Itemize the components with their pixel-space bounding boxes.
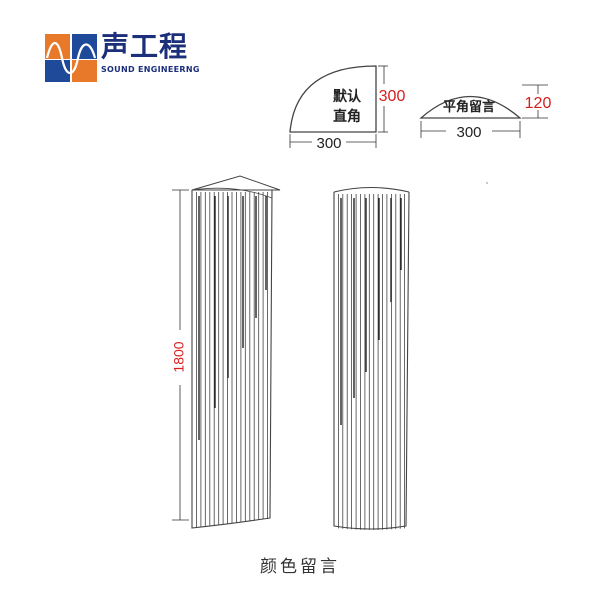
half-width-dimension: 300	[420, 121, 521, 141]
column-slats	[195, 192, 269, 528]
quarter-label-line2: 直角	[333, 108, 361, 125]
half-width-value: 300	[456, 124, 481, 141]
quarter-width-value: 300	[316, 135, 341, 152]
height-dimension: 1800	[171, 189, 189, 521]
half-depth-value: 120	[525, 95, 552, 112]
caption: 颜色留言	[260, 557, 340, 577]
quarter-label-line1: 默认	[333, 88, 362, 105]
quarter-corner-profile: 默认 直角	[289, 65, 377, 133]
brand-name: 声工程	[101, 30, 189, 63]
column-slats	[337, 194, 406, 530]
half-round-profile: 平角留言	[419, 96, 522, 119]
half-round-column	[333, 187, 410, 530]
quarter-width-dimension: 300	[289, 134, 377, 152]
logo-mark-icon	[45, 34, 97, 82]
half-round-label: 平角留言	[443, 99, 495, 115]
height-value: 1800	[171, 341, 187, 372]
quarter-round-column	[191, 175, 281, 529]
half-depth-dimension: 120	[522, 84, 552, 119]
quarter-depth-dimension: 300	[378, 65, 406, 133]
quarter-depth-value: 300	[379, 88, 406, 105]
brand-subtitle: SOUND ENGINEERNG	[101, 65, 200, 74]
